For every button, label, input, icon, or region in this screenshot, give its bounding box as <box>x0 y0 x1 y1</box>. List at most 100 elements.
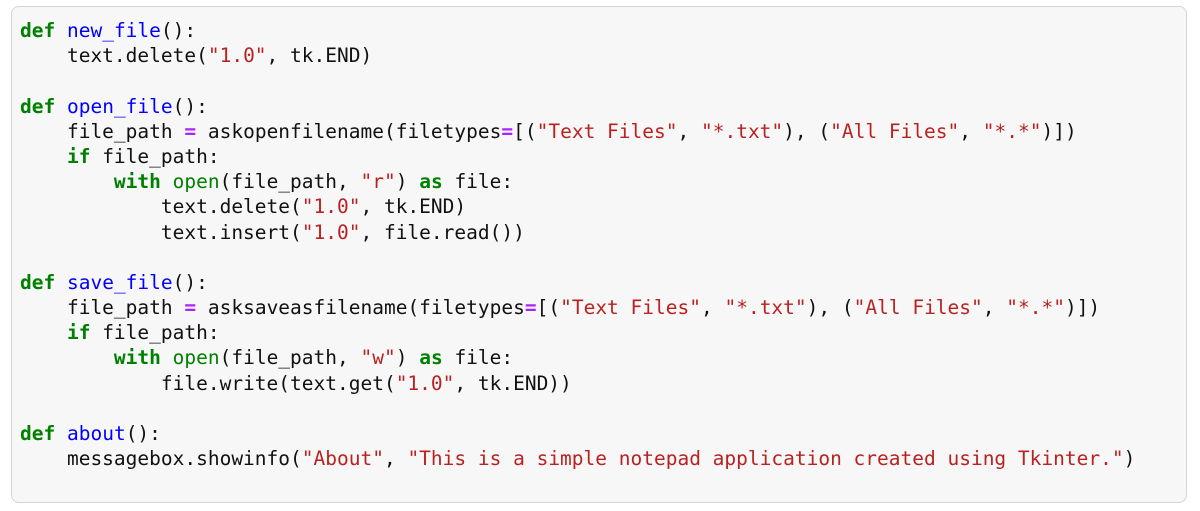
token-operator: = <box>501 119 514 143</box>
code-line: with open(file_path, "w") as file: <box>20 345 1178 370</box>
token-plain <box>55 422 67 445</box>
token-string: "r" <box>360 170 396 194</box>
token-plain: , <box>700 296 725 320</box>
token-plain: , <box>959 119 983 143</box>
code-line: with open(file_path, "r") as file: <box>20 169 1178 194</box>
token-string: "All Files" <box>853 296 983 320</box>
token-plain <box>20 321 67 344</box>
token-plain: file_path: <box>90 321 220 345</box>
token-plain: [( <box>536 296 561 320</box>
token-plain <box>55 95 67 118</box>
token-string: "*.*" <box>1006 296 1065 320</box>
token-plain <box>161 170 173 193</box>
token-plain: asksaveasfilename(filetypes <box>196 296 525 320</box>
token-keyword: def <box>20 19 56 42</box>
token-plain: [( <box>513 119 537 143</box>
code-line <box>20 396 1178 421</box>
token-plain: , tk.END) <box>360 195 467 219</box>
token-operator: = <box>524 296 537 320</box>
token-string: "Text Files" <box>536 119 678 143</box>
token-builtin: open <box>172 346 220 370</box>
token-string: "About" <box>301 447 384 471</box>
code-line: def new_file(): <box>20 18 1178 43</box>
code-line: file_path = askopenfilename(filetypes=[(… <box>20 119 1178 144</box>
token-string: "1.0" <box>301 195 361 219</box>
token-plain: ) <box>395 170 420 194</box>
token-string: "w" <box>360 346 396 370</box>
code-line: messagebox.showinfo("About", "This is a … <box>20 446 1178 471</box>
token-plain: ) <box>1123 447 1136 471</box>
token-keyword: if <box>66 321 91 345</box>
token-plain <box>55 19 67 42</box>
token-plain: file_path: <box>90 144 220 168</box>
token-plain <box>20 145 67 168</box>
token-plain <box>20 170 114 193</box>
token-plain: , <box>677 119 701 143</box>
code-line: file.write(text.get("1.0", tk.END)) <box>20 371 1178 396</box>
token-function-name: new_file <box>66 19 161 42</box>
token-function-name: save_file <box>66 270 173 294</box>
token-plain: , tk.END) <box>266 44 373 68</box>
token-string: "This is a simple notepad application cr… <box>407 447 1124 471</box>
code-line: def about(): <box>20 421 1178 446</box>
code-line: file_path = asksaveasfilename(filetypes=… <box>20 295 1178 320</box>
token-plain: text.delete( <box>20 44 208 68</box>
token-function-name: about <box>66 422 126 445</box>
token-plain: text.delete( <box>20 195 302 219</box>
code-line: text.delete("1.0", tk.END) <box>20 43 1178 68</box>
token-plain: (file_path, <box>219 170 361 194</box>
token-plain: , file.read()) <box>360 220 525 244</box>
token-plain: text.insert( <box>20 220 302 244</box>
code-line <box>20 68 1178 93</box>
token-plain: )]) <box>1041 119 1077 143</box>
token-operator: = <box>184 119 197 143</box>
token-plain: (): <box>160 19 197 42</box>
token-plain: , <box>383 447 408 471</box>
token-keyword: def <box>20 94 56 118</box>
token-plain: ) <box>395 346 420 370</box>
code-line: def open_file(): <box>20 94 1178 119</box>
token-keyword: with <box>113 170 161 194</box>
token-builtin: open <box>172 170 220 194</box>
token-keyword: as <box>419 170 443 194</box>
token-function-name: open_file <box>66 94 173 118</box>
token-plain: file: <box>442 346 514 370</box>
token-keyword: def <box>20 270 56 294</box>
token-plain: , <box>982 296 1007 320</box>
code-line: if file_path: <box>20 144 1178 169</box>
token-plain <box>55 271 67 294</box>
token-string: "1.0" <box>207 44 267 68</box>
token-plain: (): <box>172 270 208 294</box>
token-plain: ), ( <box>783 119 831 143</box>
code-line: text.insert("1.0", file.read()) <box>20 220 1178 245</box>
token-plain: (): <box>172 94 208 118</box>
token-keyword: as <box>419 346 443 370</box>
token-keyword: if <box>66 144 91 168</box>
token-plain: )]) <box>1064 296 1101 320</box>
token-plain: askopenfilename(filetypes <box>196 119 502 143</box>
token-string: "All Files" <box>830 119 960 143</box>
token-string: "*.txt" <box>700 119 784 143</box>
token-plain <box>161 346 173 369</box>
token-plain: file: <box>442 170 514 194</box>
token-plain: messagebox.showinfo( <box>20 447 302 471</box>
python-code-block: def new_file(): text.delete("1.0", tk.EN… <box>11 6 1187 503</box>
token-plain <box>20 346 114 369</box>
token-keyword: def <box>20 422 56 445</box>
token-plain: , tk.END)) <box>454 371 572 395</box>
token-plain: ), ( <box>806 296 854 320</box>
code-line: def save_file(): <box>20 270 1178 295</box>
token-string: "Text Files" <box>560 296 701 320</box>
token-keyword: with <box>113 346 161 370</box>
token-string: "*.*" <box>982 119 1042 143</box>
token-string: "*.txt" <box>724 296 807 320</box>
token-string: "1.0" <box>301 220 361 244</box>
code-line: if file_path: <box>20 320 1178 345</box>
token-plain: file.write(text.get( <box>20 371 396 395</box>
token-string: "1.0" <box>395 371 455 395</box>
token-plain: (): <box>125 422 161 445</box>
code-line: text.delete("1.0", tk.END) <box>20 194 1178 219</box>
token-operator: = <box>184 296 197 320</box>
token-plain: (file_path, <box>219 346 361 370</box>
